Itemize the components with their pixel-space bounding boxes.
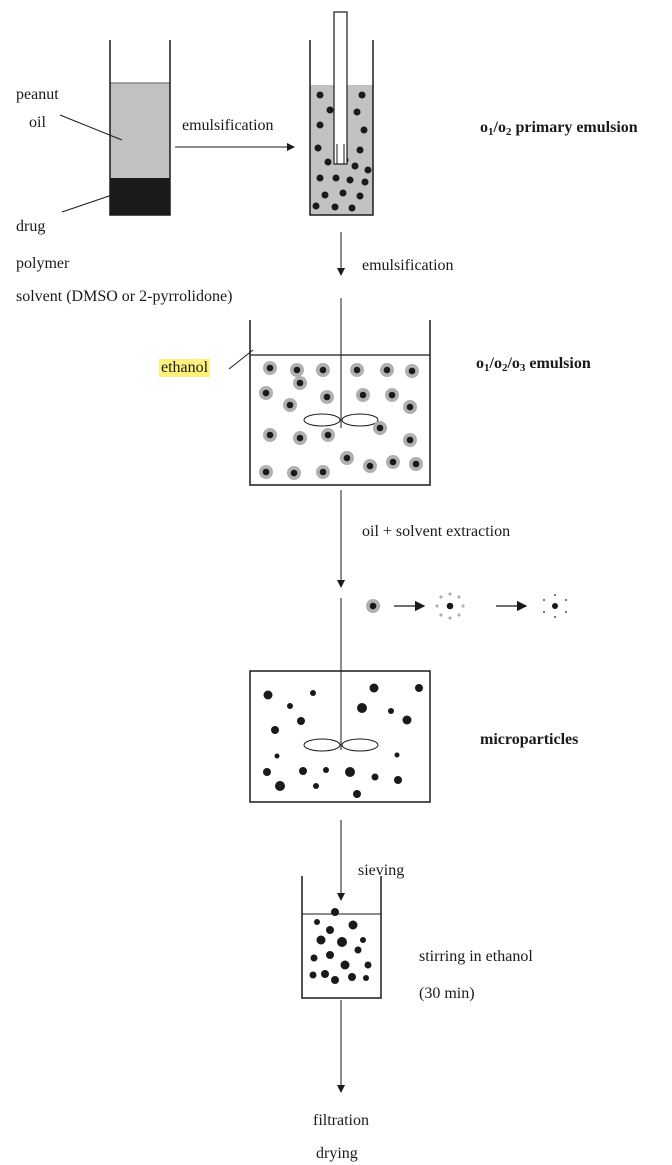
droplet-stage-3: [543, 594, 567, 618]
droplet-stage-2: [435, 592, 465, 620]
label-triple-emulsion: o1/o2/o3 emulsion: [476, 355, 591, 374]
microparticles-beaker: [249, 598, 431, 803]
stirrer-blade-right-2: [341, 738, 379, 752]
label-oil: oil: [29, 114, 46, 131]
label-emulsification-2: emulsification: [362, 257, 454, 274]
triple-emulsion-droplets: [259, 361, 423, 480]
stirrer-blade-right: [341, 413, 379, 427]
stirrer-blade-left-2: [303, 738, 341, 752]
ethanol-pointer: [228, 349, 254, 370]
primary-emulsion-tube: [309, 11, 374, 216]
stirrer-blade-left: [303, 413, 341, 427]
drug-pointer: [61, 194, 113, 213]
primary-droplets: [312, 91, 372, 212]
label-drug: drug: [16, 218, 46, 235]
oil-drug-tube: [109, 40, 171, 216]
label-ethanol: ethanol: [159, 359, 211, 377]
label-stirring-time: (30 min): [419, 985, 475, 1002]
label-solvent: solvent (DMSO or 2-pyrrolidone): [16, 288, 233, 305]
label-peanut: peanut: [16, 86, 59, 103]
label-primary-emulsion: o1/o2 primary emulsion: [480, 119, 638, 138]
label-extraction: oil + solvent extraction: [362, 523, 511, 540]
label-emulsification-1: emulsification: [182, 117, 274, 134]
label-drying: drying: [316, 1145, 358, 1162]
washed-microparticles: [309, 908, 372, 984]
drug-polymer-layer: [110, 178, 170, 215]
microparticles: [263, 683, 423, 798]
label-sieving: sieving: [358, 862, 405, 879]
peanut-oil-layer: [110, 83, 170, 178]
droplet-hardening-sequence: [366, 592, 567, 620]
label-filtration: filtration: [313, 1112, 369, 1129]
ethanol-wash-beaker: [301, 876, 382, 999]
homogenizer-probe: [333, 11, 348, 165]
oil-pointer: [59, 114, 123, 141]
triple-emulsion-beaker: [249, 298, 431, 486]
label-polymer: polymer: [16, 255, 70, 272]
label-stirring: stirring in ethanol: [419, 948, 533, 965]
label-microparticles: microparticles: [480, 731, 579, 748]
